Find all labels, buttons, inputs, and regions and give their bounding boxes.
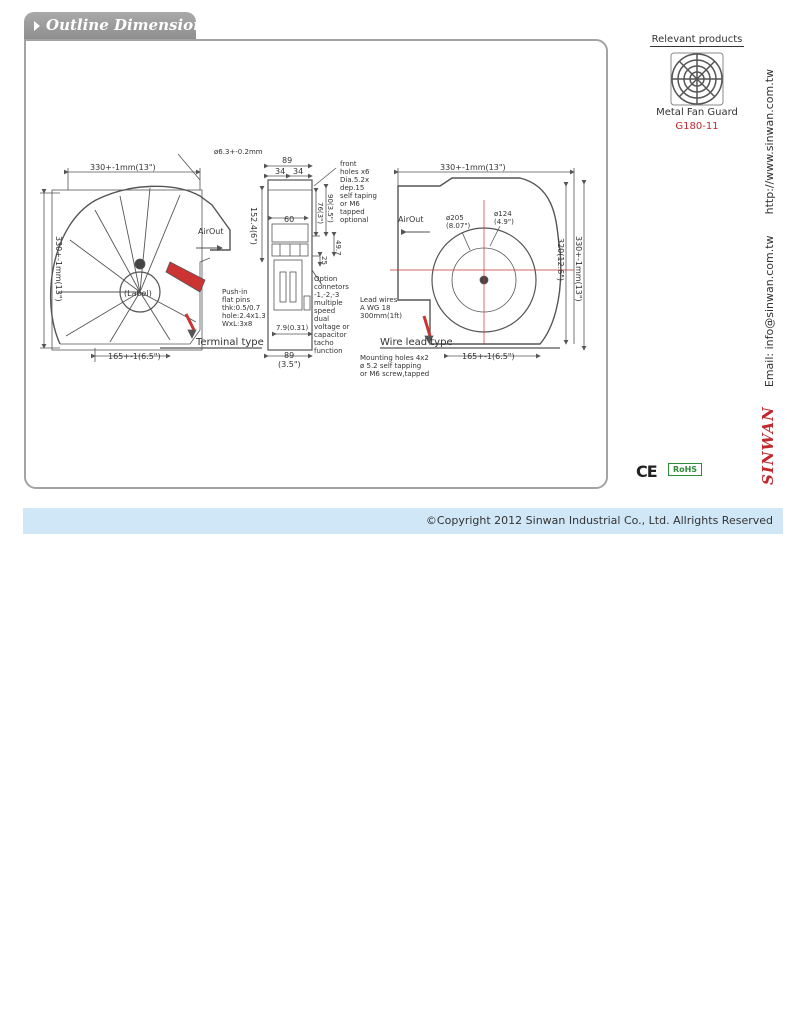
svg-text:ø 5.2 self tapping: ø 5.2 self tapping	[360, 362, 421, 370]
svg-text:holes x6: holes x6	[340, 168, 370, 176]
svg-text:connetors: connetors	[314, 283, 349, 291]
lead-wires-note: Lead wires A WG 18 300mm(1ft)	[360, 296, 402, 320]
left-width-dim: 330+-1mm(13")	[90, 163, 156, 172]
svg-text:function: function	[314, 347, 343, 355]
mid-sub-b: 34	[293, 167, 303, 176]
left-airout: AirOut	[198, 227, 224, 236]
side-contact-banner: SINWAN Email: info@sinwan.com.tw http://…	[758, 69, 777, 485]
contact-email[interactable]: Email: info@sinwan.com.tw	[763, 235, 776, 388]
svg-text:Push-in: Push-in	[222, 288, 248, 296]
svg-text:front: front	[340, 160, 357, 168]
svg-text:speed: speed	[314, 307, 335, 315]
svg-text:optional: optional	[340, 216, 368, 224]
right-airout: AirOut	[398, 215, 424, 224]
related-product-name[interactable]: Metal Fan Guard	[656, 107, 738, 118]
mid-d76: 76(3")	[316, 202, 324, 224]
footer-bar: ©Copyright 2012 Sinwan Industrial Co., L…	[23, 508, 783, 534]
mid-bottom-small: 7.9(0.31)	[276, 324, 308, 332]
right-d124: ø124	[494, 210, 512, 218]
related-products: Relevant products Metal Fan Guard G180-1…	[650, 34, 744, 132]
right-d124-in: (4.9")	[494, 218, 514, 226]
left-bottom-dim: 165+-1(6.5")	[108, 352, 161, 361]
front-holes-note: front holes x6 Dia.5.2x dep.15 self tapi…	[340, 160, 377, 224]
svg-text:capacitor: capacitor	[314, 331, 347, 339]
mounting-holes-note: Mounting holes 4x2 ø 5.2 self tapping or…	[360, 354, 429, 378]
svg-text:-1,-2,-3: -1,-2,-3	[314, 291, 339, 299]
ce-mark: CE	[636, 462, 658, 481]
related-products-header: Relevant products	[650, 34, 744, 47]
label-area: (Label)	[124, 289, 152, 298]
fan-guard-icon	[670, 52, 724, 106]
svg-text:WxL:3x8: WxL:3x8	[222, 320, 252, 328]
svg-text:Mounting holes 4x2: Mounting holes 4x2	[360, 354, 429, 362]
svg-text:thk:0.5/0.7: thk:0.5/0.7	[222, 304, 260, 312]
rohs-badge: RoHS	[668, 463, 702, 476]
pins-note: Push-in flat pins thk:0.5/0.7 hole:2.4x1…	[222, 288, 266, 328]
terminal-type-label: Terminal type	[195, 337, 264, 348]
right-bottom-dim: 165+-1(6.5")	[462, 352, 515, 361]
mid-d25: 25	[320, 256, 328, 265]
certifications: CE RoHS	[636, 462, 702, 481]
mid-height: 152.4(6")	[249, 207, 258, 245]
drawing-panel	[24, 39, 608, 489]
svg-text:dual: dual	[314, 315, 329, 323]
svg-text:multiple: multiple	[314, 299, 343, 307]
side-view	[259, 163, 337, 359]
right-width-dim: 330+-1mm(13")	[440, 163, 506, 172]
mid-d90: 90(3.5")	[326, 194, 334, 223]
left-blower-view	[40, 153, 262, 362]
mid-bottom-width-in: (3.5")	[278, 360, 301, 369]
brand-logo: SINWAN	[759, 406, 777, 485]
copyright-text: ©Copyright 2012 Sinwan Industrial Co., L…	[425, 514, 773, 527]
hole-dim: ø6.3+-0.2mm	[214, 148, 263, 156]
left-height-dim: 330+-1mm(13")	[54, 236, 63, 302]
right-h2: 330+-1mm(13")	[574, 236, 583, 302]
mid-bottom-width: 89	[284, 351, 294, 360]
svg-text:dep.15: dep.15	[340, 184, 364, 192]
svg-text:300mm(1ft): 300mm(1ft)	[360, 312, 402, 320]
svg-text:voltage or: voltage or	[314, 323, 350, 331]
svg-text:hole:2.4x1.3: hole:2.4x1.3	[222, 312, 266, 320]
mid-inner: 60	[284, 215, 294, 224]
right-h1: 320(12.6")	[556, 238, 565, 281]
svg-text:Dia.5.2x: Dia.5.2x	[340, 176, 369, 184]
right-d205: ø205	[446, 214, 464, 222]
right-d205-in: (8.07")	[446, 222, 471, 230]
section-tab: Outline Dimensions	[24, 12, 213, 40]
section-title: Outline Dimensions	[46, 16, 213, 34]
mid-d497: 49.7	[334, 240, 342, 256]
svg-text:or M6: or M6	[340, 200, 360, 208]
related-product-code[interactable]: G180-11	[675, 121, 719, 132]
mid-sub-a: 34	[275, 167, 285, 176]
svg-text:Option: Option	[314, 275, 337, 283]
play-arrow-icon	[34, 21, 40, 31]
svg-text:tacho: tacho	[314, 339, 334, 347]
mid-top-width: 89	[282, 156, 292, 165]
svg-text:or M6 screw,tapped: or M6 screw,tapped	[360, 370, 429, 378]
wire-lead-type-label: Wire lead type	[380, 337, 453, 348]
right-blower-view	[380, 168, 587, 359]
svg-text:self taping: self taping	[340, 192, 377, 200]
svg-text:A WG 18: A WG 18	[360, 304, 391, 312]
svg-text:Lead wires: Lead wires	[360, 296, 398, 304]
option-connectors-note: Option connetors -1,-2,-3 multiple speed…	[314, 275, 350, 355]
website-link[interactable]: http://www.sinwan.com.tw	[763, 68, 776, 215]
svg-text:flat pins: flat pins	[222, 296, 250, 304]
svg-text:tapped: tapped	[340, 208, 365, 216]
outline-drawing: 330+-1mm(13") 330+-1mm(13") 165+-1(6.5")…	[40, 148, 587, 378]
